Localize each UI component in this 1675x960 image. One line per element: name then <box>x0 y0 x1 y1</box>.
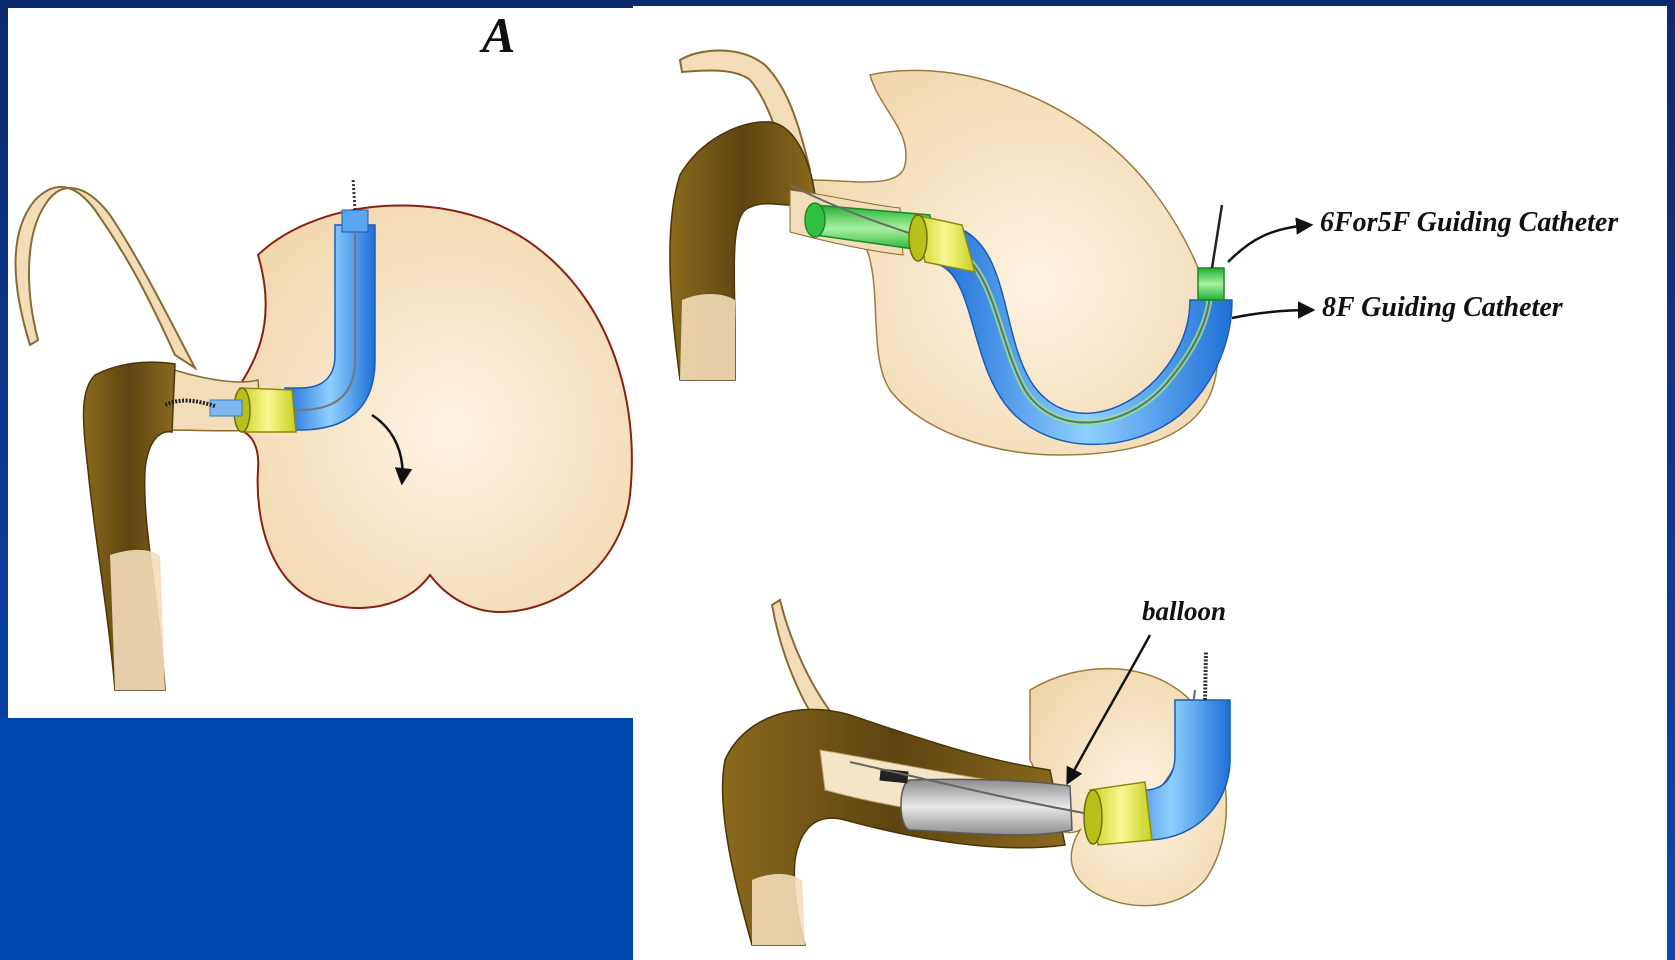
panel-b-diagram <box>670 50 1312 455</box>
panel-a-catheter-cap <box>342 210 368 232</box>
panel-c-vessel-lower-light <box>752 874 805 945</box>
panel-b-guide-wire-top <box>1212 205 1222 268</box>
panel-c-ring-opening <box>1084 790 1102 844</box>
pointer-arrow-icon <box>1232 310 1312 318</box>
panel-c-diagram <box>723 600 1230 945</box>
balloon-label: balloon <box>1142 596 1226 627</box>
panel-a-thin-vessel <box>16 187 195 368</box>
panel-b-green-opening <box>805 203 825 237</box>
panel-b-vessel-lower-light <box>680 294 735 380</box>
panel-a-diagram <box>16 178 632 690</box>
panel-b-ring-opening <box>909 215 927 261</box>
panel-a-vessel-lower-light <box>110 550 165 690</box>
panel-a-inner-tube <box>210 400 242 416</box>
panel-b-green-tip <box>1198 268 1224 300</box>
outer-catheter-label: 8F Guiding Catheter <box>1322 292 1563 324</box>
pointer-arrow-icon <box>1228 225 1310 262</box>
panel-c-guide-wire-top <box>1205 652 1206 700</box>
inner-catheter-label: 6For5F Guiding Catheter <box>1320 207 1618 239</box>
panel-c-balloon <box>901 779 1072 835</box>
panel-a-letter: A <box>482 6 515 64</box>
panel-a-guide-wire-top <box>353 178 355 210</box>
